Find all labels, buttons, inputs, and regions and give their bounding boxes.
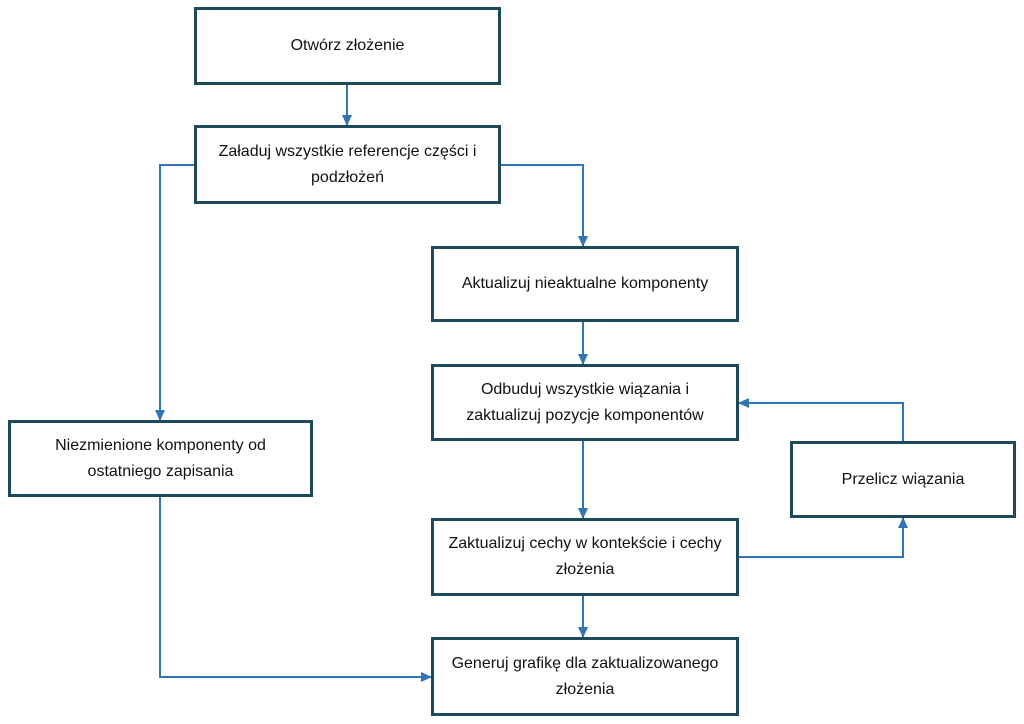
edge-update-features-to-recalc	[739, 517, 908, 558]
node-unchanged-components: Niezmienione komponenty od ostatniego za…	[8, 420, 313, 497]
node-update-features-label: Zaktualizuj cechy w kontekście i cechy z…	[448, 535, 722, 578]
node-update-outdated-components: Aktualizuj nieaktualne komponenty	[431, 246, 739, 322]
node-recalculate-mates-label: Przelicz wiązania	[841, 470, 965, 488]
node-recalculate-mates: Przelicz wiązania	[790, 441, 1016, 518]
node-load-references-label: Załaduj wszystkie referencje części i po…	[218, 142, 477, 186]
node-unchanged-components-label: Niezmienione komponenty od ostatniego za…	[55, 436, 266, 480]
node-generate-graphics-label: Generuj grafikę dla zaktualizowanego zło…	[451, 654, 719, 698]
node-rebuild-mates: Odbuduj wszystkie wiązania i zaktualizuj…	[431, 364, 739, 441]
node-update-outdated-components-label: Aktualizuj nieaktualne komponenty	[461, 275, 709, 292]
edge-load-to-unchanged	[155, 164, 194, 421]
node-open-assembly: Otwórz złożenie	[194, 7, 501, 85]
edge-unchanged-to-generate	[159, 497, 432, 682]
node-open-assembly-label: Otwórz złożenie	[290, 37, 405, 54]
edge-load-to-update-outdated	[501, 164, 588, 247]
edge-recalc-to-rebuild	[738, 398, 904, 441]
node-update-features: Zaktualizuj cechy w kontekście i cechy z…	[431, 518, 739, 596]
node-rebuild-mates-label: Odbuduj wszystkie wiązania i zaktualizuj…	[466, 380, 704, 424]
node-generate-graphics: Generuj grafikę dla zaktualizowanego zło…	[431, 637, 739, 716]
node-load-references: Załaduj wszystkie referencje części i po…	[194, 125, 501, 204]
